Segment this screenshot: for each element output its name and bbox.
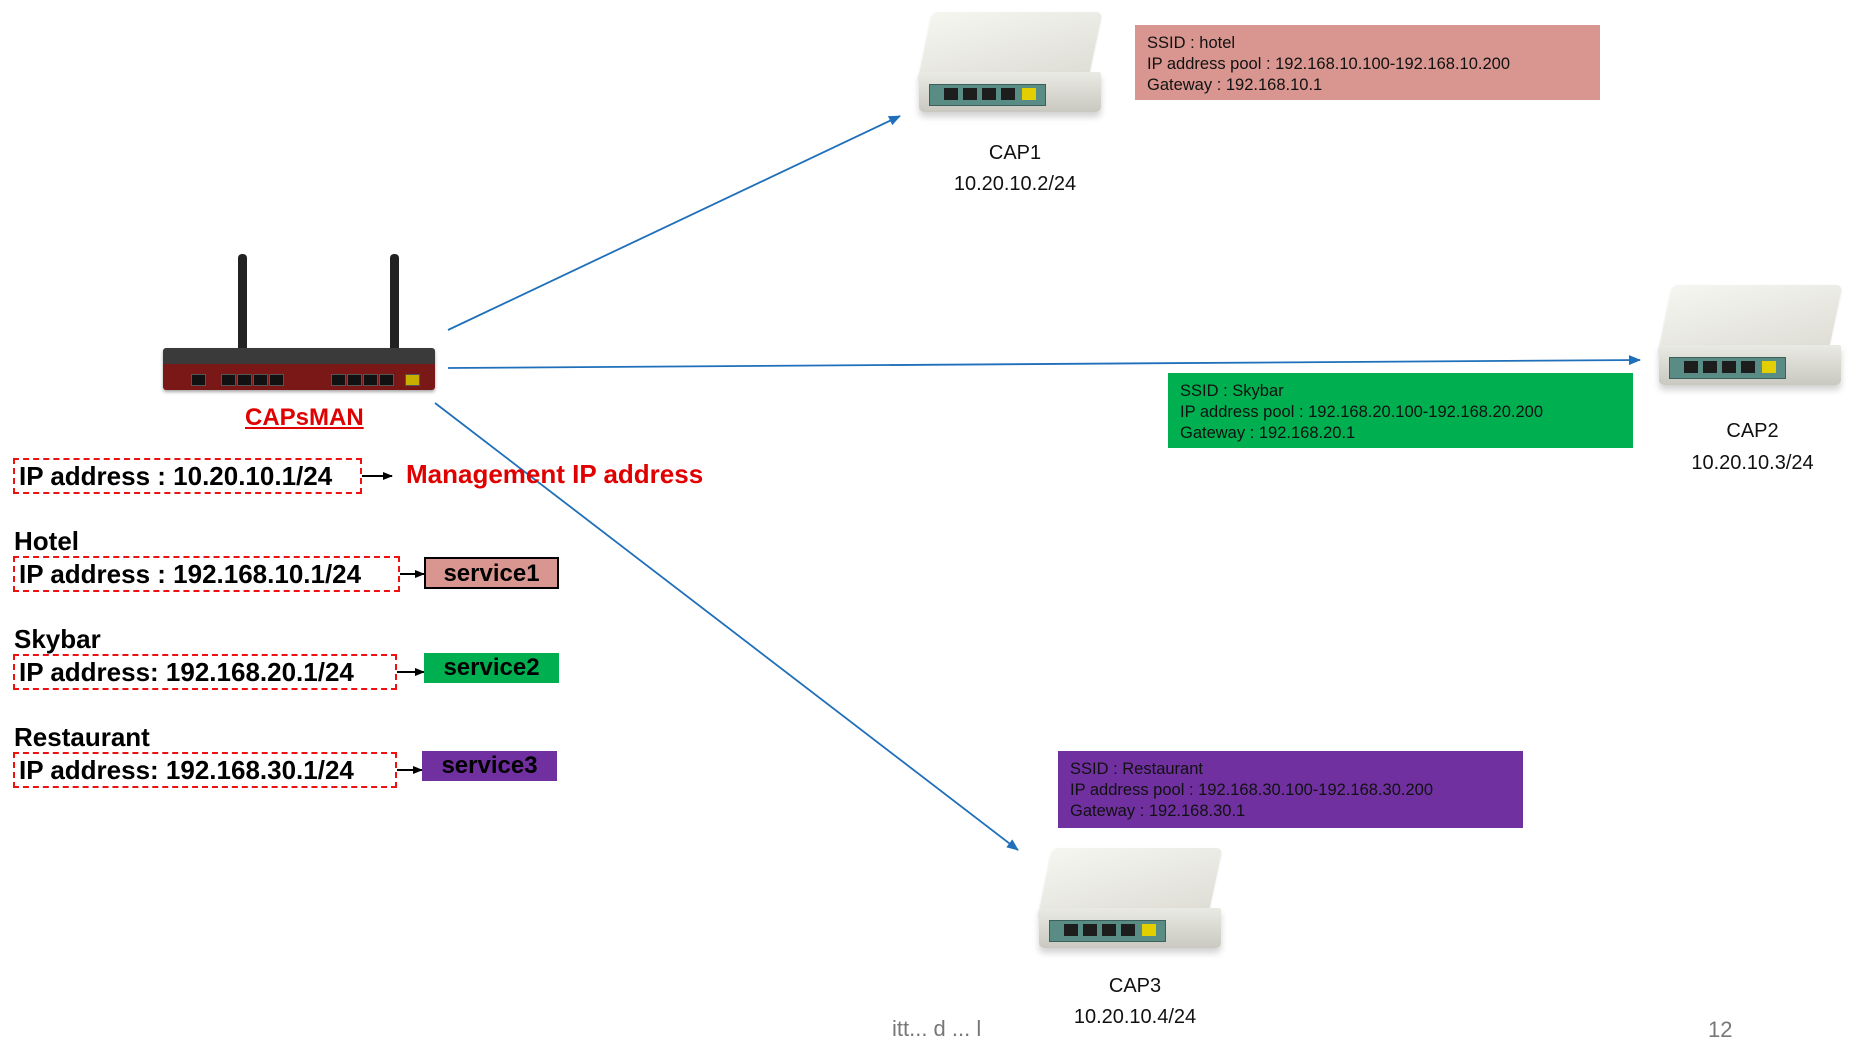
ssid-box-skybar: SSID : Skybar IP address pool : 192.168.… — [1168, 373, 1633, 448]
gateway-skybar: Gateway : 192.168.20.1 — [1180, 424, 1356, 442]
gateway-restaurant: Gateway : 192.168.30.1 — [1070, 802, 1246, 820]
group-label-hotel: Hotel — [14, 526, 79, 556]
ssid-box-restaurant: SSID : Restaurant IP address pool : 192.… — [1058, 751, 1523, 828]
link-to-cap3 — [434, 402, 1019, 851]
cap2-name: CAP2 — [1726, 420, 1779, 442]
cap3-label: CAP3 10.20.10.4/24 — [1025, 975, 1245, 1029]
restaurant-ip-box: IP address: 192.168.30.1/24 — [13, 752, 397, 788]
cap2-device — [1655, 285, 1845, 400]
capsman-router — [160, 250, 440, 400]
skybar-ip-box: IP address: 192.168.20.1/24 — [13, 654, 397, 690]
cap2-ip: 10.20.10.3/24 — [1691, 452, 1814, 474]
ssid-hotel: SSID : hotel — [1147, 34, 1236, 52]
cap1-label: CAP1 10.20.10.2/24 — [905, 142, 1125, 196]
ssid-skybar: SSID : Skybar — [1180, 382, 1284, 400]
service3-badge: service3 — [422, 751, 557, 781]
cap2-label: CAP2 10.20.10.3/24 — [1645, 420, 1855, 475]
gateway-hotel: Gateway : 192.168.10.1 — [1147, 76, 1323, 94]
cap3-ip: 10.20.10.4/24 — [1073, 1006, 1197, 1028]
cap3-device — [1035, 848, 1225, 963]
service1-badge: service1 — [424, 557, 559, 589]
group-label-restaurant: Restaurant — [14, 722, 150, 752]
capsman-label: CAPsMAN — [245, 404, 364, 431]
page-number: 12 — [1708, 1017, 1733, 1042]
link-to-cap2 — [447, 355, 1641, 369]
antenna-right — [390, 254, 399, 362]
cap1-device — [915, 12, 1105, 127]
pool-skybar: IP address pool : 192.168.20.100-192.168… — [1180, 403, 1543, 421]
management-ip-box: IP address : 10.20.10.1/24 — [13, 458, 362, 494]
router-body — [163, 348, 435, 390]
service2-badge: service2 — [424, 653, 559, 683]
ssid-box-hotel: SSID : hotel IP address pool : 192.168.1… — [1135, 25, 1600, 100]
footer-fragment: itt... d ... l — [892, 1016, 982, 1041]
management-ip-label: Management IP address — [406, 459, 704, 489]
cap1-name: CAP1 — [988, 142, 1042, 164]
ssid-restaurant: SSID : Restaurant — [1070, 760, 1203, 778]
pool-hotel: IP address pool : 192.168.10.100-192.168… — [1147, 55, 1510, 73]
cap1-ip: 10.20.10.2/24 — [953, 173, 1077, 195]
cap3-name: CAP3 — [1108, 975, 1162, 997]
pool-restaurant: IP address pool : 192.168.30.100-192.168… — [1070, 781, 1433, 799]
hotel-ip-box: IP address : 192.168.10.1/24 — [13, 556, 400, 592]
link-to-cap1 — [447, 115, 901, 331]
antenna-left — [238, 254, 247, 362]
group-label-skybar: Skybar — [14, 624, 101, 654]
